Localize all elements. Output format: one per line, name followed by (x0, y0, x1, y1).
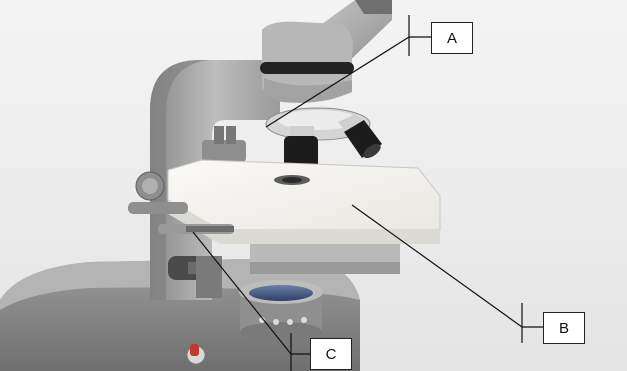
label-a: A (431, 22, 473, 54)
light-source (239, 280, 323, 342)
label-c: C (310, 338, 352, 370)
label-b: B (543, 312, 585, 344)
microscope-head (260, 22, 354, 103)
